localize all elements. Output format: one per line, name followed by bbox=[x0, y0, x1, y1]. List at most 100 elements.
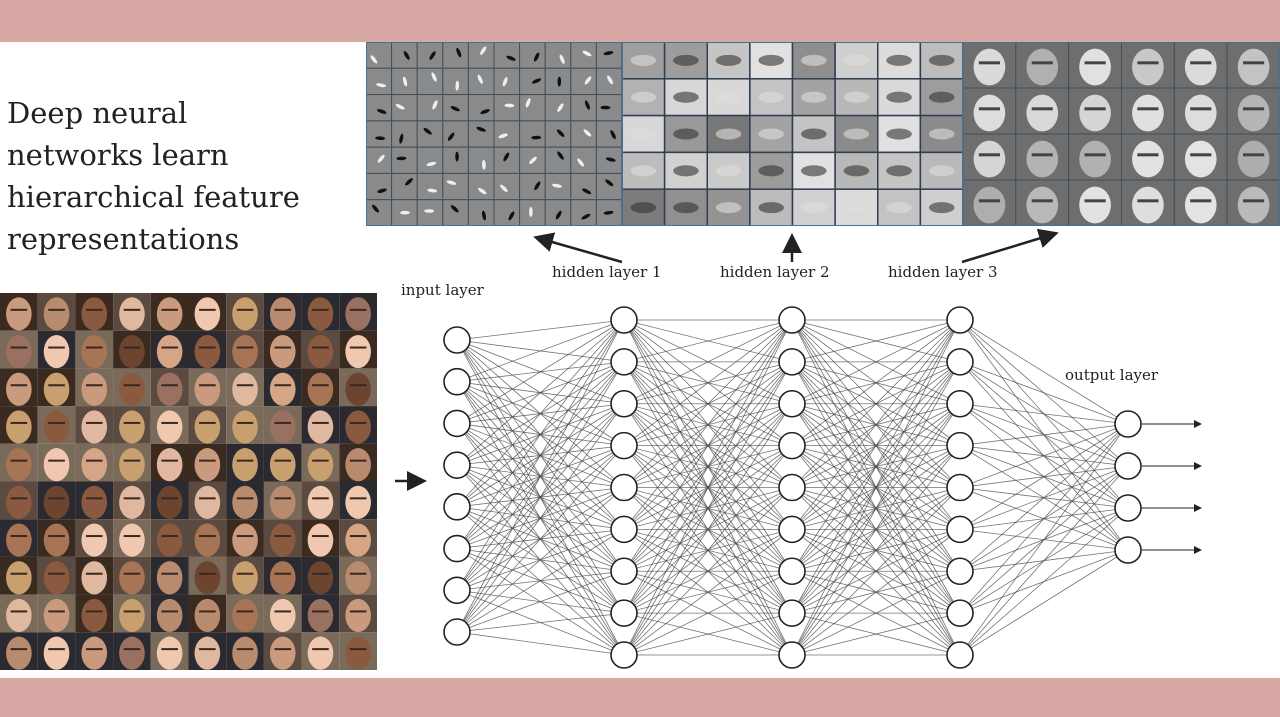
neuron-node bbox=[946, 515, 974, 544]
neuron-node bbox=[1114, 452, 1142, 480]
connection bbox=[791, 319, 961, 488]
connection bbox=[959, 423, 1129, 656]
connection bbox=[623, 445, 793, 656]
neuron-node bbox=[778, 389, 806, 418]
neuron-node bbox=[610, 389, 638, 418]
edge-filter bbox=[416, 172, 444, 201]
neuron-node bbox=[778, 431, 806, 460]
neuron-node bbox=[946, 599, 974, 627]
connection bbox=[959, 403, 1129, 425]
connection bbox=[959, 423, 1129, 572]
connection bbox=[959, 549, 1129, 656]
edge-filter bbox=[366, 199, 393, 226]
connection bbox=[456, 361, 625, 633]
hidden-1-feature-arrow bbox=[533, 232, 623, 264]
neuron-node bbox=[778, 473, 806, 502]
neuron-node bbox=[946, 389, 974, 418]
neuron-node bbox=[778, 348, 806, 376]
connection bbox=[791, 319, 961, 363]
neuron-node bbox=[610, 641, 638, 669]
edge-filter bbox=[416, 67, 444, 96]
edge-filter bbox=[519, 94, 546, 122]
neuron-node bbox=[610, 473, 638, 502]
headline-line: networks learn bbox=[7, 138, 229, 172]
edge-filter bbox=[570, 172, 597, 201]
connection bbox=[456, 319, 625, 383]
edge-filter bbox=[519, 172, 546, 201]
neuron-node bbox=[610, 306, 638, 334]
connection bbox=[623, 319, 793, 614]
headline-line: representations bbox=[7, 222, 240, 256]
connection bbox=[623, 319, 793, 405]
top-banner bbox=[0, 0, 1280, 42]
neuron-node bbox=[1114, 410, 1142, 438]
neuron-node bbox=[946, 641, 974, 669]
connection bbox=[791, 319, 961, 446]
edge-filter bbox=[416, 146, 444, 174]
neuron-node bbox=[610, 431, 638, 460]
neuron-node bbox=[443, 534, 471, 563]
hidden-3-feature-arrow bbox=[961, 228, 1059, 264]
network-nodes bbox=[443, 306, 1142, 669]
hidden-layer-3-label: hidden layer 3 bbox=[888, 263, 998, 281]
neuron-node bbox=[610, 515, 638, 544]
neuron-node bbox=[778, 557, 806, 586]
neuron-node bbox=[443, 451, 471, 479]
edge-filter bbox=[595, 120, 623, 148]
edge-filter bbox=[493, 146, 521, 174]
neuron-node bbox=[443, 493, 471, 521]
connection bbox=[456, 319, 625, 341]
connection bbox=[456, 403, 625, 633]
connection bbox=[456, 319, 625, 591]
edge-filter bbox=[442, 172, 469, 201]
connection bbox=[959, 423, 1129, 447]
neuron-node bbox=[1114, 494, 1142, 522]
edge-filter bbox=[570, 120, 597, 148]
connection bbox=[623, 319, 793, 446]
neuron-node bbox=[946, 557, 974, 586]
connection bbox=[456, 487, 625, 633]
connection bbox=[791, 570, 961, 656]
connection bbox=[791, 612, 961, 656]
bottom-banner bbox=[0, 678, 1280, 717]
connection bbox=[791, 403, 961, 656]
edge-filter bbox=[467, 172, 495, 201]
edge-filter bbox=[391, 94, 418, 122]
network-connections bbox=[456, 319, 1129, 656]
edge-filter bbox=[391, 172, 418, 201]
connection bbox=[623, 487, 793, 656]
connection bbox=[456, 319, 625, 549]
connection bbox=[791, 319, 961, 405]
connection bbox=[791, 529, 961, 656]
output-layer-label: output layer bbox=[1065, 366, 1159, 384]
neuron-node bbox=[778, 306, 806, 334]
edge-filter bbox=[366, 172, 393, 201]
neuron-node bbox=[778, 641, 806, 669]
headline-line: Deep neural bbox=[7, 96, 188, 130]
edge-filter bbox=[570, 199, 597, 226]
face-part-filter bbox=[877, 151, 922, 190]
connection bbox=[456, 319, 625, 633]
neuron-node bbox=[610, 599, 638, 627]
connection bbox=[959, 361, 1129, 425]
connection bbox=[456, 570, 625, 633]
input-faces-grid-image bbox=[0, 293, 377, 670]
headline-line: hierarchical feature bbox=[7, 180, 300, 214]
connection bbox=[791, 361, 961, 656]
edge-filter bbox=[570, 67, 597, 96]
neuron-node bbox=[610, 557, 638, 586]
connection bbox=[623, 403, 793, 656]
edge-filter bbox=[467, 199, 495, 226]
feature-panel-layer-3 bbox=[962, 42, 1280, 226]
edge-filter bbox=[467, 146, 495, 174]
connection bbox=[456, 529, 625, 633]
neuron-node bbox=[946, 306, 974, 334]
input-layer-label: input layer bbox=[401, 281, 485, 299]
connection bbox=[623, 612, 793, 656]
edge-filter bbox=[416, 42, 444, 69]
connection bbox=[791, 319, 961, 530]
edge-filter bbox=[467, 94, 495, 122]
neuron-node bbox=[443, 326, 471, 354]
connection bbox=[456, 319, 625, 466]
